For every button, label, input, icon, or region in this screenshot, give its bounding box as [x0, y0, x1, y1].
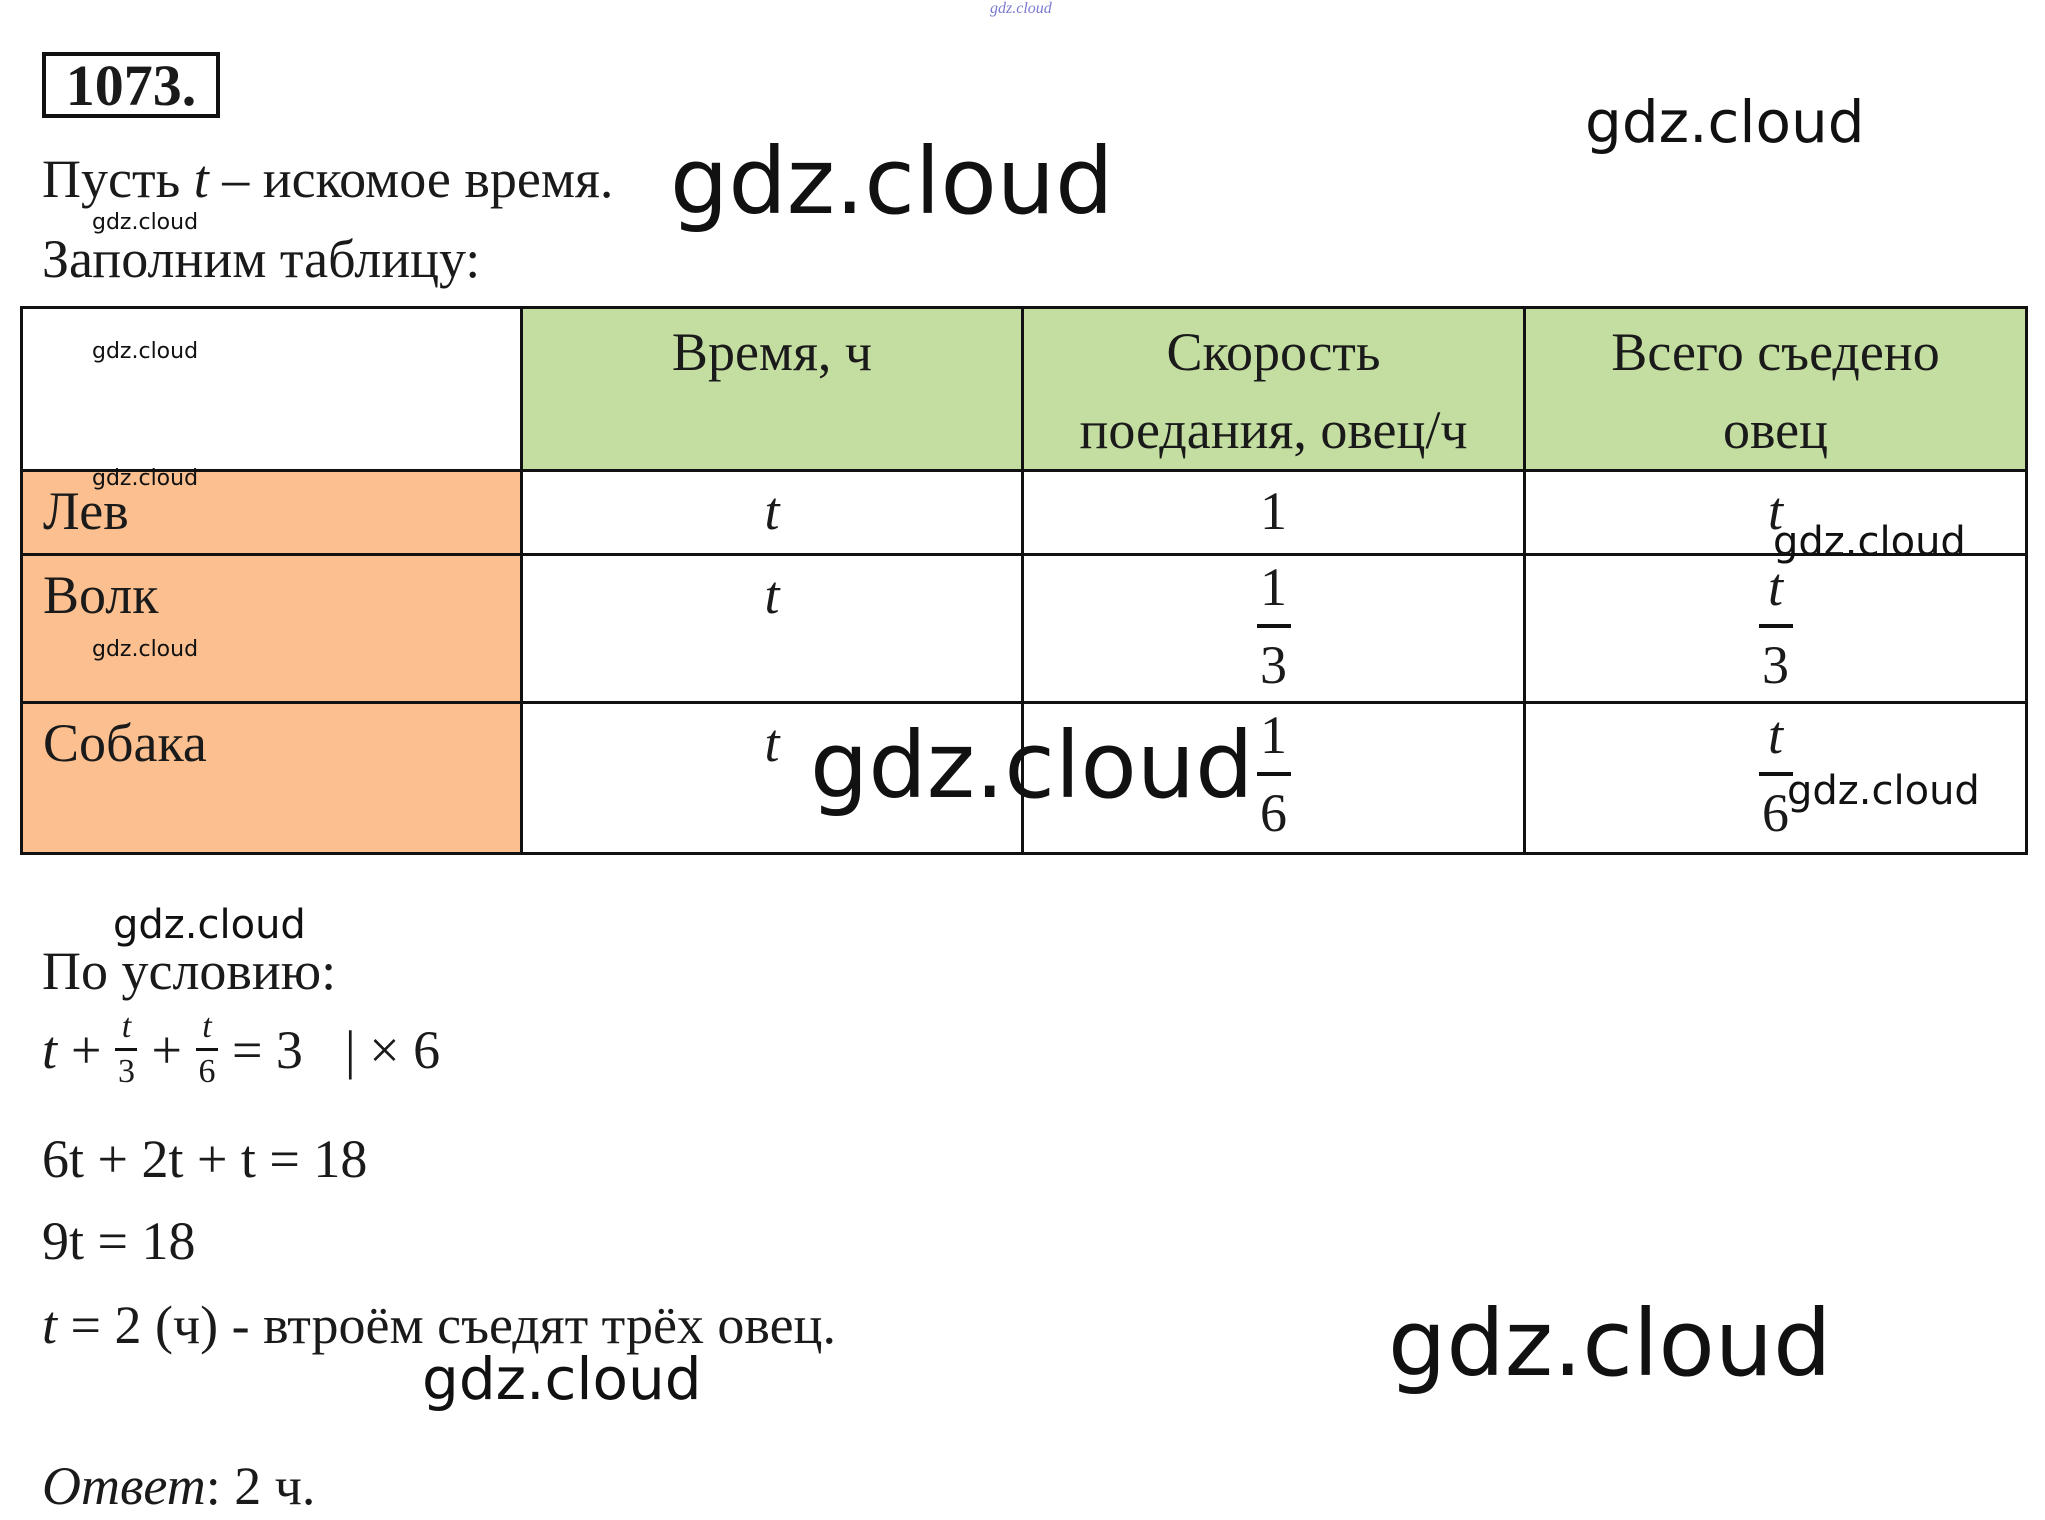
watermark: gdz.cloud: [1773, 519, 1966, 565]
problem-number: 1073.: [42, 52, 220, 118]
table-row: Собака t 1 6 t 6: [20, 701, 2028, 855]
cell-speed: 1 3: [1021, 553, 1526, 704]
equation-3: 9t = 18: [42, 1211, 196, 1271]
row-label-lion: Лев: [20, 469, 523, 556]
table-row: Волк t 1 3 t 3: [20, 553, 2028, 704]
cell-speed: 1: [1021, 469, 1526, 556]
intro-line-1: Пусть t – искомое время.: [42, 149, 614, 209]
watermark: gdz.cloud: [92, 466, 199, 491]
equation-4: t = 2 (ч) - втроём съедят трёх овец.: [42, 1295, 836, 1355]
row-label-wolf: Волк: [20, 553, 523, 704]
watermark: gdz.cloud: [92, 339, 199, 364]
table-row: Лев t 1 t: [20, 469, 2028, 556]
cell-speed: 1 6: [1021, 701, 1526, 855]
cell-time: t: [520, 701, 1024, 855]
watermark: gdz.cloud: [670, 128, 1114, 235]
watermark-top: gdz.cloud: [990, 0, 1052, 17]
watermark: gdz.cloud: [1388, 1290, 1832, 1397]
cell-time: t: [520, 553, 1024, 704]
row-label-dog: Собака: [20, 701, 523, 855]
watermark: gdz.cloud: [113, 902, 306, 948]
cell-time: t: [520, 469, 1024, 556]
watermark: gdz.cloud: [422, 1345, 702, 1413]
equation-2: 6t + 2t + t = 18: [42, 1129, 368, 1189]
fraction: t 6: [1758, 704, 1793, 844]
intro-line-2: Заполним таблицу:: [42, 229, 481, 289]
cell-total: t 3: [1523, 553, 2028, 704]
solution-heading: По условию:: [42, 941, 337, 1001]
header-time: Время, ч: [520, 306, 1024, 472]
answer-line: Ответ: 2 ч.: [42, 1456, 316, 1516]
watermark: gdz.cloud: [1585, 88, 1865, 156]
watermark: gdz.cloud: [92, 210, 199, 235]
watermark: gdz.cloud: [1787, 768, 1980, 814]
watermark: gdz.cloud: [92, 637, 199, 662]
cell-total: t: [1523, 469, 2028, 556]
cell-total: t 6: [1523, 701, 2028, 855]
fraction: 1 3: [1256, 556, 1291, 696]
fraction: t 3: [1758, 556, 1793, 696]
watermark: gdz.cloud: [810, 712, 1254, 819]
header-empty-cell: [20, 306, 523, 472]
fraction: 1 6: [1256, 704, 1291, 844]
